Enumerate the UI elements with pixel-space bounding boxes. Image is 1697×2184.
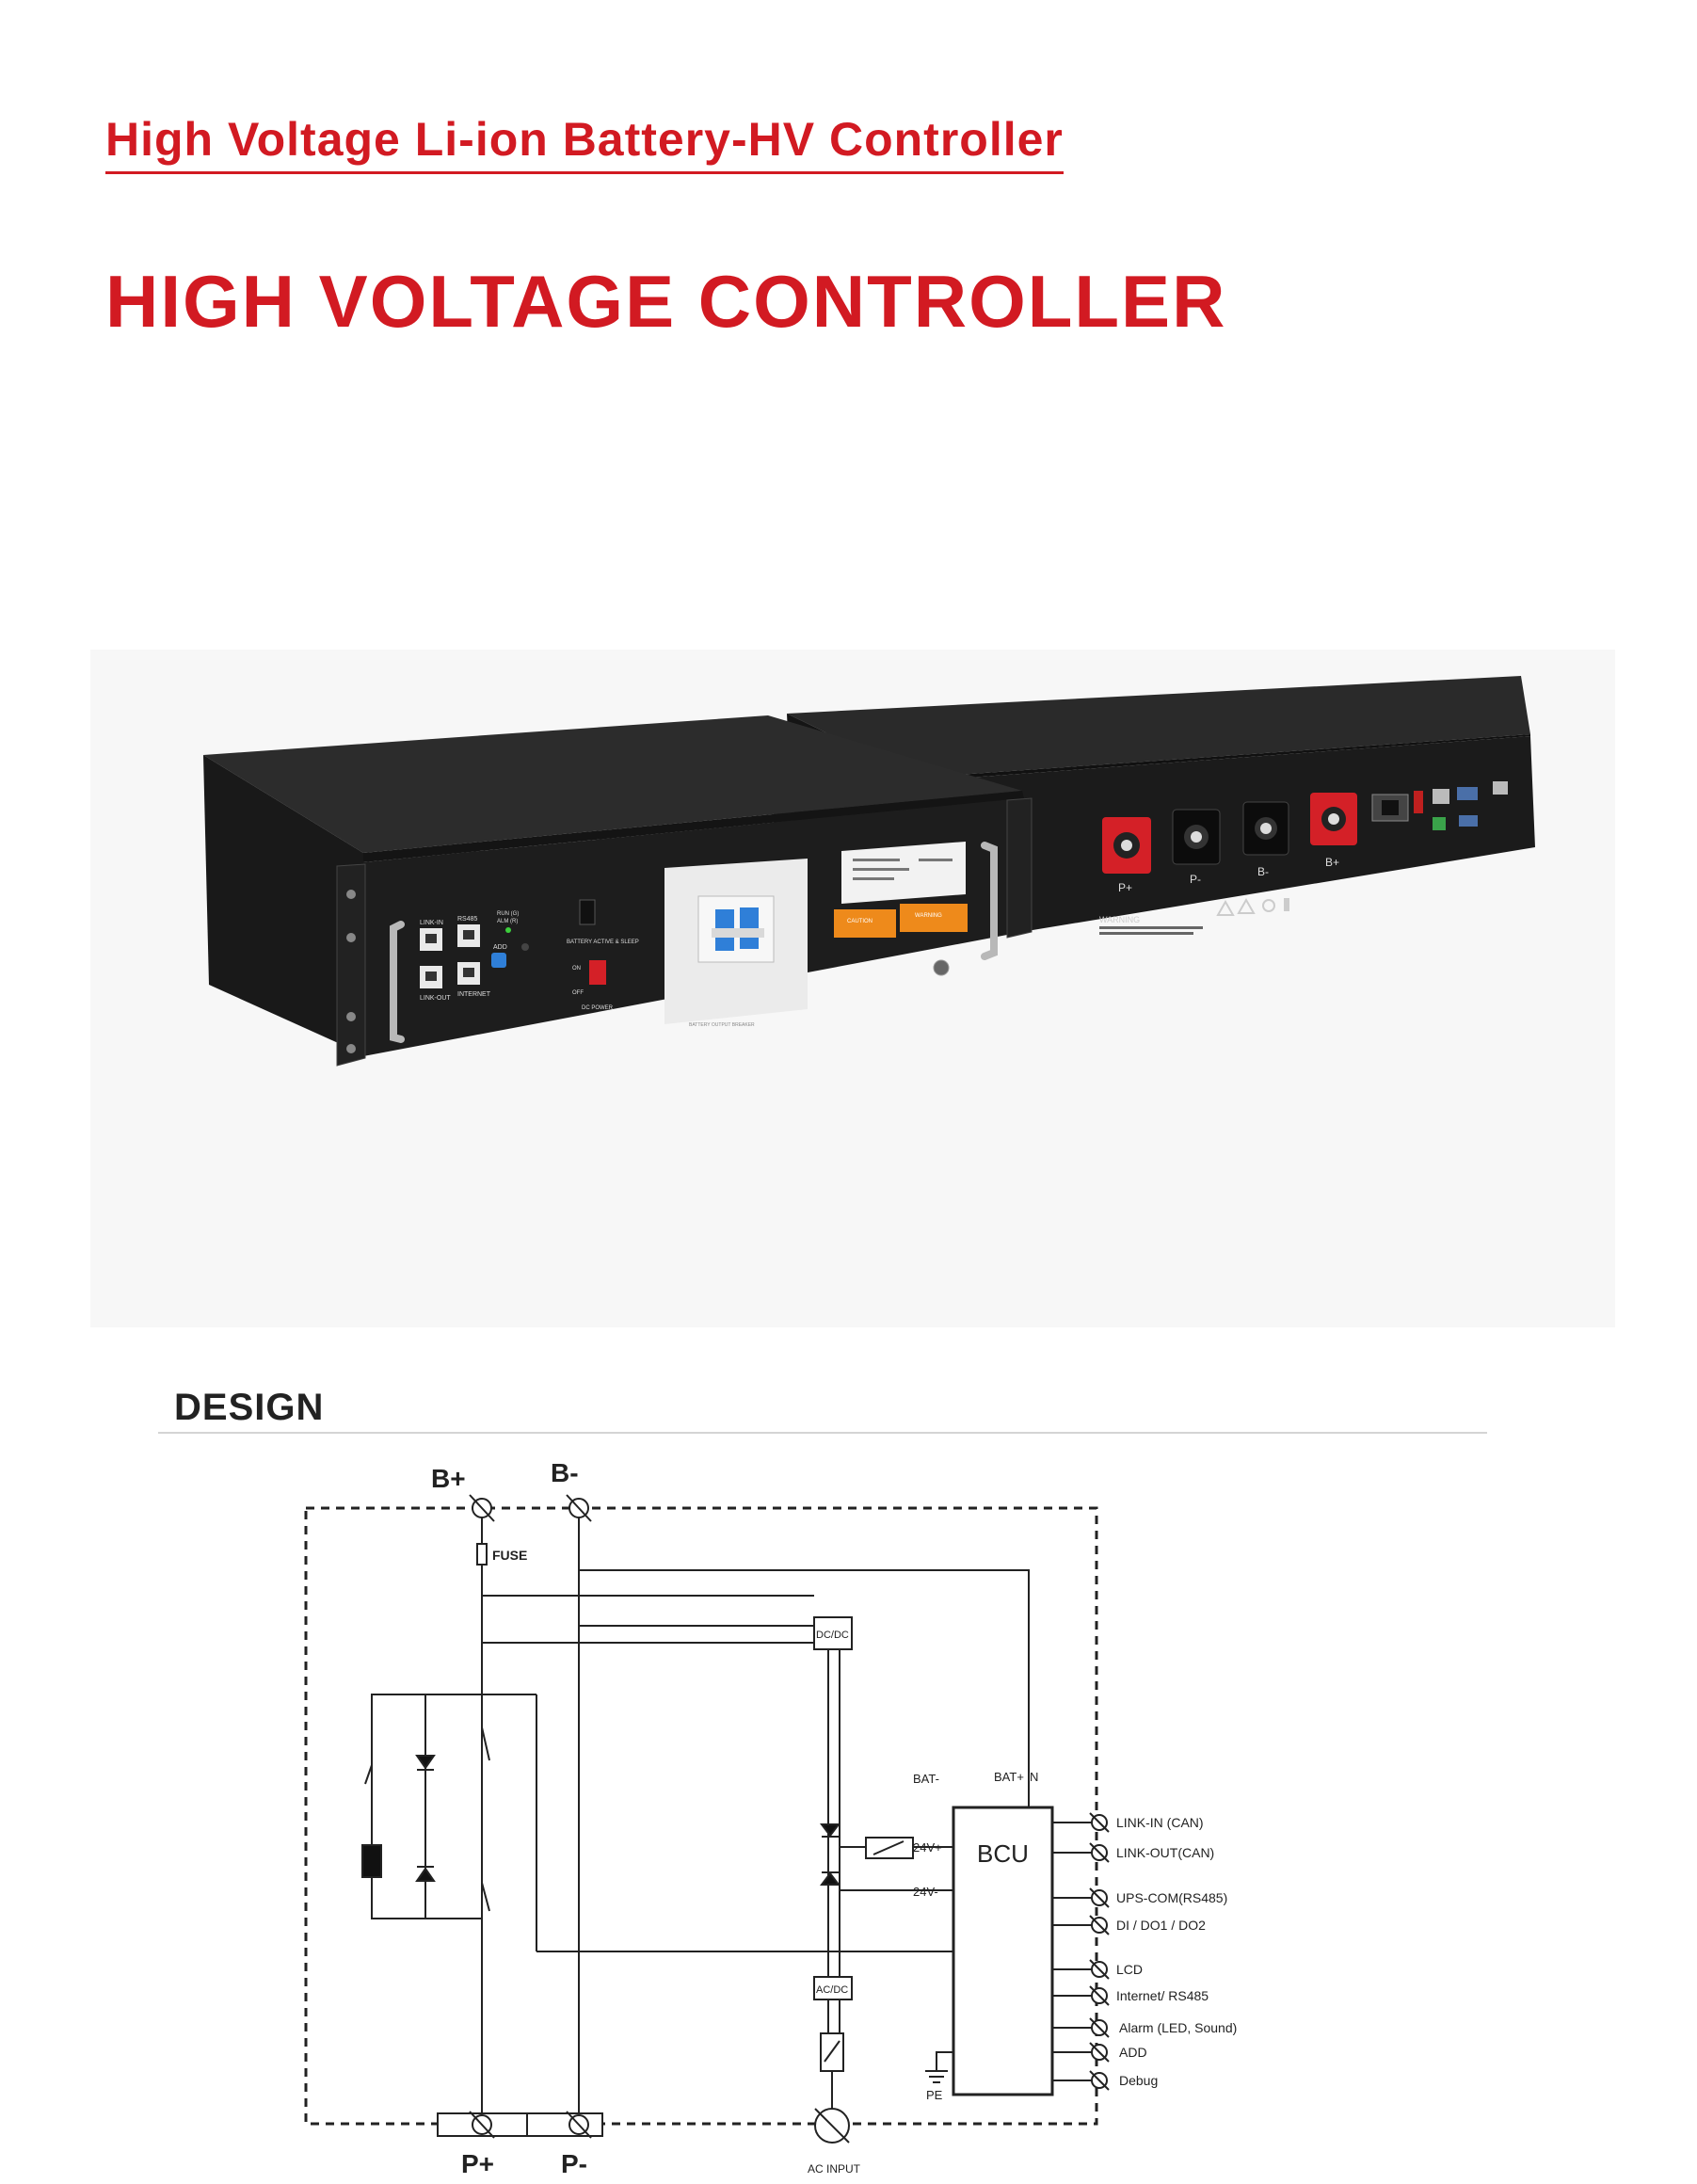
header-title: High Voltage Li-ion Battery-HV Controlle…: [105, 113, 1064, 166]
label-bat-plus: BAT+: [994, 1770, 1024, 1784]
port-add: ADD: [1119, 2045, 1147, 2060]
rear-warning-label: WARNING: [1099, 915, 1140, 924]
relay-coil: [361, 1844, 382, 1878]
front-label-off: OFF: [572, 990, 584, 996]
label-p-minus: P-: [561, 2149, 587, 2178]
rear-label-b-minus: B-: [1257, 865, 1269, 878]
label-p-plus: P+: [461, 2149, 494, 2178]
design-section-title: DESIGN: [174, 1387, 325, 1428]
bcu-box: [952, 1806, 1054, 2096]
front-label-breaker: BATTERY OUTPUT BREAKER: [689, 1022, 755, 1028]
port-ups-com: UPS-COM(RS485): [1116, 1890, 1227, 1905]
label-24v-plus: 24V+: [913, 1840, 942, 1855]
front-label-internet: INTERNET: [457, 991, 491, 998]
front-label-switch: BATTERY ACTIVE & SLEEP: [567, 939, 639, 945]
front-unit: LINK-IN RS485 LINK-OUT INTERNET RUN (G) …: [203, 715, 1033, 1067]
label-b-minus: B-: [551, 1458, 579, 1487]
port-debug: Debug: [1119, 2073, 1158, 2088]
label-bcu: BCU: [977, 1839, 1029, 1868]
port-internet: Internet/ RS485: [1116, 1988, 1209, 2003]
rear-terminal-p-minus: [1172, 809, 1221, 865]
label-fuse: FUSE: [492, 1548, 527, 1563]
front-label-alm: ALM (R): [497, 919, 518, 924]
rear-label-p-minus: P-: [1190, 873, 1201, 886]
label-dcdc: DC/DC: [816, 1630, 849, 1641]
front-label-caution: CAUTION: [847, 919, 873, 924]
front-label-link-in: LINK-IN: [420, 920, 443, 926]
rear-terminal-b-minus: [1242, 801, 1289, 856]
label-acdc: AC/DC: [816, 1984, 848, 1996]
port-link-out: LINK-OUT(CAN): [1116, 1845, 1214, 1860]
front-label-on: ON: [572, 966, 581, 972]
front-label-dc-power: DC POWER: [582, 1005, 614, 1011]
port-alarm: Alarm (LED, Sound): [1119, 2020, 1237, 2035]
enclosure-border: [304, 1506, 1098, 2126]
bcu-port-connectors: [1052, 1812, 1110, 2091]
rear-terminal-p-plus: [1102, 817, 1151, 874]
label-24v-minus: 24V-: [913, 1885, 938, 1899]
rear-terminal-b-plus: [1310, 793, 1357, 845]
design-section-rule: [158, 1432, 1487, 1434]
header-underline: [105, 171, 1064, 174]
design-diagram: B+ B- FUSE DC/DC AC/DC BCU BAT- BAT+ N 2…: [304, 1458, 1237, 2178]
port-lcd: LCD: [1116, 1962, 1143, 1977]
front-label-rs485: RS485: [457, 916, 478, 923]
product-photo: P+ P- B- B+ WARNING: [90, 650, 1615, 1327]
label-b-plus: B+: [431, 1464, 466, 1493]
front-label-warning: WARNING: [915, 913, 942, 919]
rear-unit: P+ P- B- B+ WARNING: [774, 676, 1535, 949]
label-n: N: [1030, 1770, 1038, 1784]
label-pe: PE: [926, 2088, 943, 2102]
port-di-do: DI / DO1 / DO2: [1116, 1918, 1206, 1933]
dcdc-box: [813, 1616, 853, 1650]
label-ac-input: AC INPUT: [808, 2162, 861, 2176]
front-label-link-out: LINK-OUT: [420, 995, 451, 1002]
fuse-symbol: [476, 1543, 488, 1566]
front-label-add: ADD: [493, 944, 507, 951]
front-label-run: RUN (G): [497, 911, 519, 917]
acdc-box: [813, 1976, 853, 2000]
rear-label-p-plus: P+: [1118, 881, 1132, 894]
main-title: HIGH VOLTAGE CONTROLLER: [105, 260, 1227, 343]
port-link-in: LINK-IN (CAN): [1116, 1815, 1204, 1830]
rear-label-b-plus: B+: [1325, 856, 1339, 869]
label-bat-minus: BAT-: [913, 1772, 939, 1786]
